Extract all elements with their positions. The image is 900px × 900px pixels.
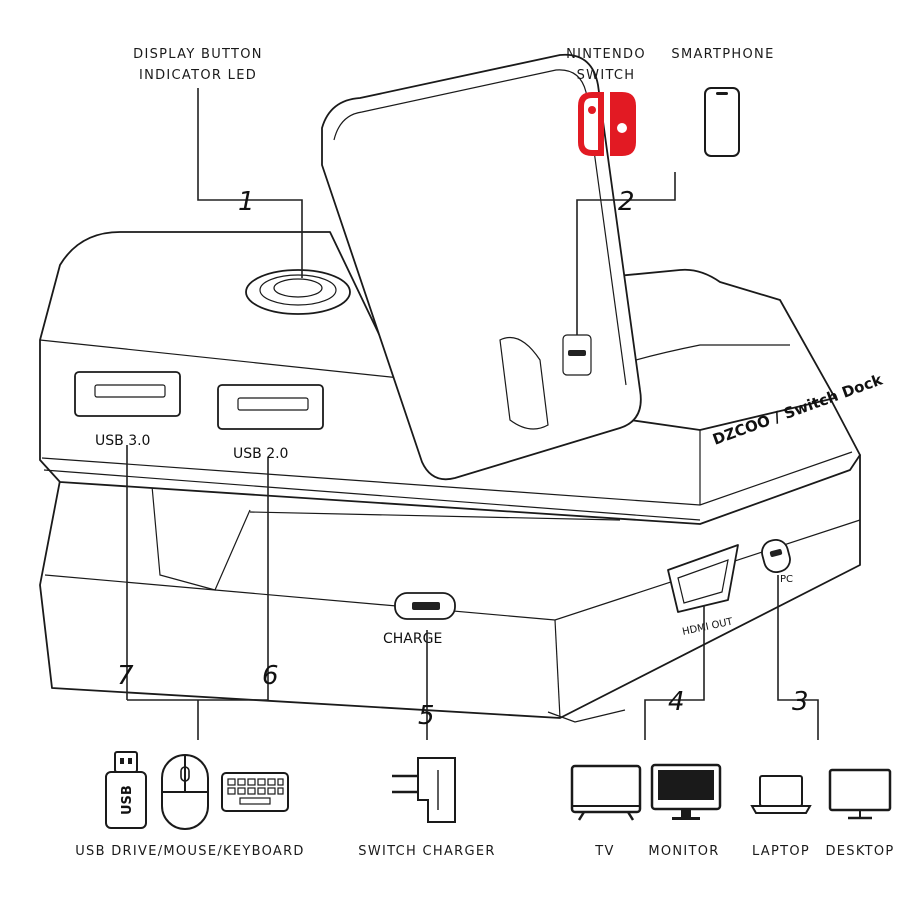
keyboard-icon <box>221 772 289 812</box>
monitor-icon <box>650 763 722 820</box>
tv-caption: TV <box>594 844 614 859</box>
usb-drive-text: USB <box>120 785 135 815</box>
indicator-led-caption: INDICATOR LED <box>139 68 257 83</box>
laptop-caption: LAPTOP <box>752 844 810 859</box>
mouse-icon <box>161 754 209 830</box>
smartphone-icon <box>704 87 740 157</box>
smartphone-caption: SMARTPHONE <box>671 47 774 62</box>
callout-number-5: 5 <box>418 701 435 731</box>
usb-2-port: USB 2.0 <box>217 384 324 462</box>
usb2-label: USB 2.0 <box>233 446 288 462</box>
callout-number-4: 4 <box>668 687 685 717</box>
charger-caption: SWITCH CHARGER <box>358 844 495 859</box>
callout-number-7: 7 <box>117 661 134 691</box>
usb3-label: USB 3.0 <box>95 433 150 449</box>
display-button-caption: DISPLAY BUTTON <box>133 47 263 62</box>
pc-label: PC <box>780 574 793 585</box>
monitor-caption: MONITOR <box>648 844 719 859</box>
wall-charger-icon <box>392 757 456 823</box>
callout-number-3: 3 <box>792 687 809 717</box>
pc-port: PC <box>761 538 793 585</box>
usb-drive-icon: USB <box>105 751 147 829</box>
usb-3-port: USB 3.0 <box>74 371 181 449</box>
nintendo-switch-icon <box>578 92 636 156</box>
callout-number-2: 2 <box>618 187 635 217</box>
nintendo-caption: NINTENDO <box>566 47 646 62</box>
usb-group-caption: USB DRIVE/MOUSE/KEYBOARD <box>75 844 305 859</box>
callout-number-1: 1 <box>238 187 255 217</box>
callout-number-6: 6 <box>262 661 279 691</box>
tv-icon <box>570 764 642 821</box>
display-button <box>245 269 351 315</box>
laptop-icon <box>750 775 812 814</box>
callout-lines <box>126 88 819 740</box>
desktop-icon <box>828 768 892 820</box>
charge-label: CHARGE <box>383 631 442 647</box>
switch-caption: SWITCH <box>577 68 636 83</box>
docked-phone <box>321 53 642 481</box>
desktop-caption: DESKTOP <box>825 844 894 859</box>
